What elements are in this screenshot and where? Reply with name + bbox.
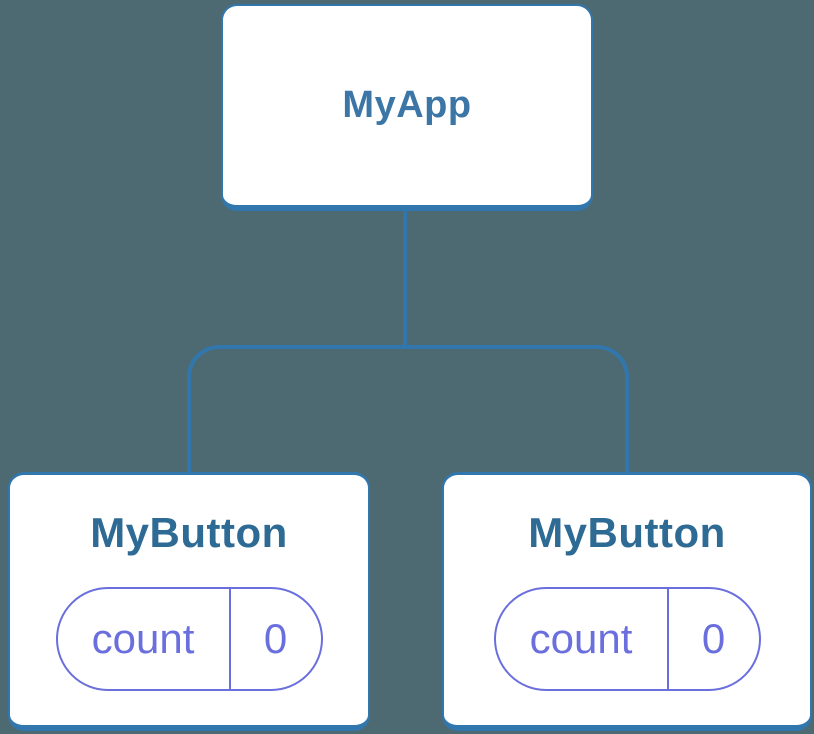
connector-stem	[403, 211, 407, 349]
node-myapp-label: MyApp	[342, 83, 472, 126]
state-key: count	[58, 589, 231, 690]
node-mybutton-left-label: MyButton	[90, 508, 288, 556]
state-value: 0	[701, 615, 726, 663]
node-mybutton-right: MyButton count 0	[442, 472, 812, 731]
node-mybutton-right-label: MyButton	[528, 508, 726, 556]
state-pill-right: count 0	[493, 587, 761, 692]
state-key: count	[496, 589, 669, 690]
connector-bracket	[187, 345, 629, 472]
node-mybutton-left: MyButton count 0	[8, 472, 370, 731]
state-pill-left: count 0	[55, 587, 323, 692]
state-value: 0	[263, 615, 288, 663]
node-myapp: MyApp	[221, 4, 593, 211]
